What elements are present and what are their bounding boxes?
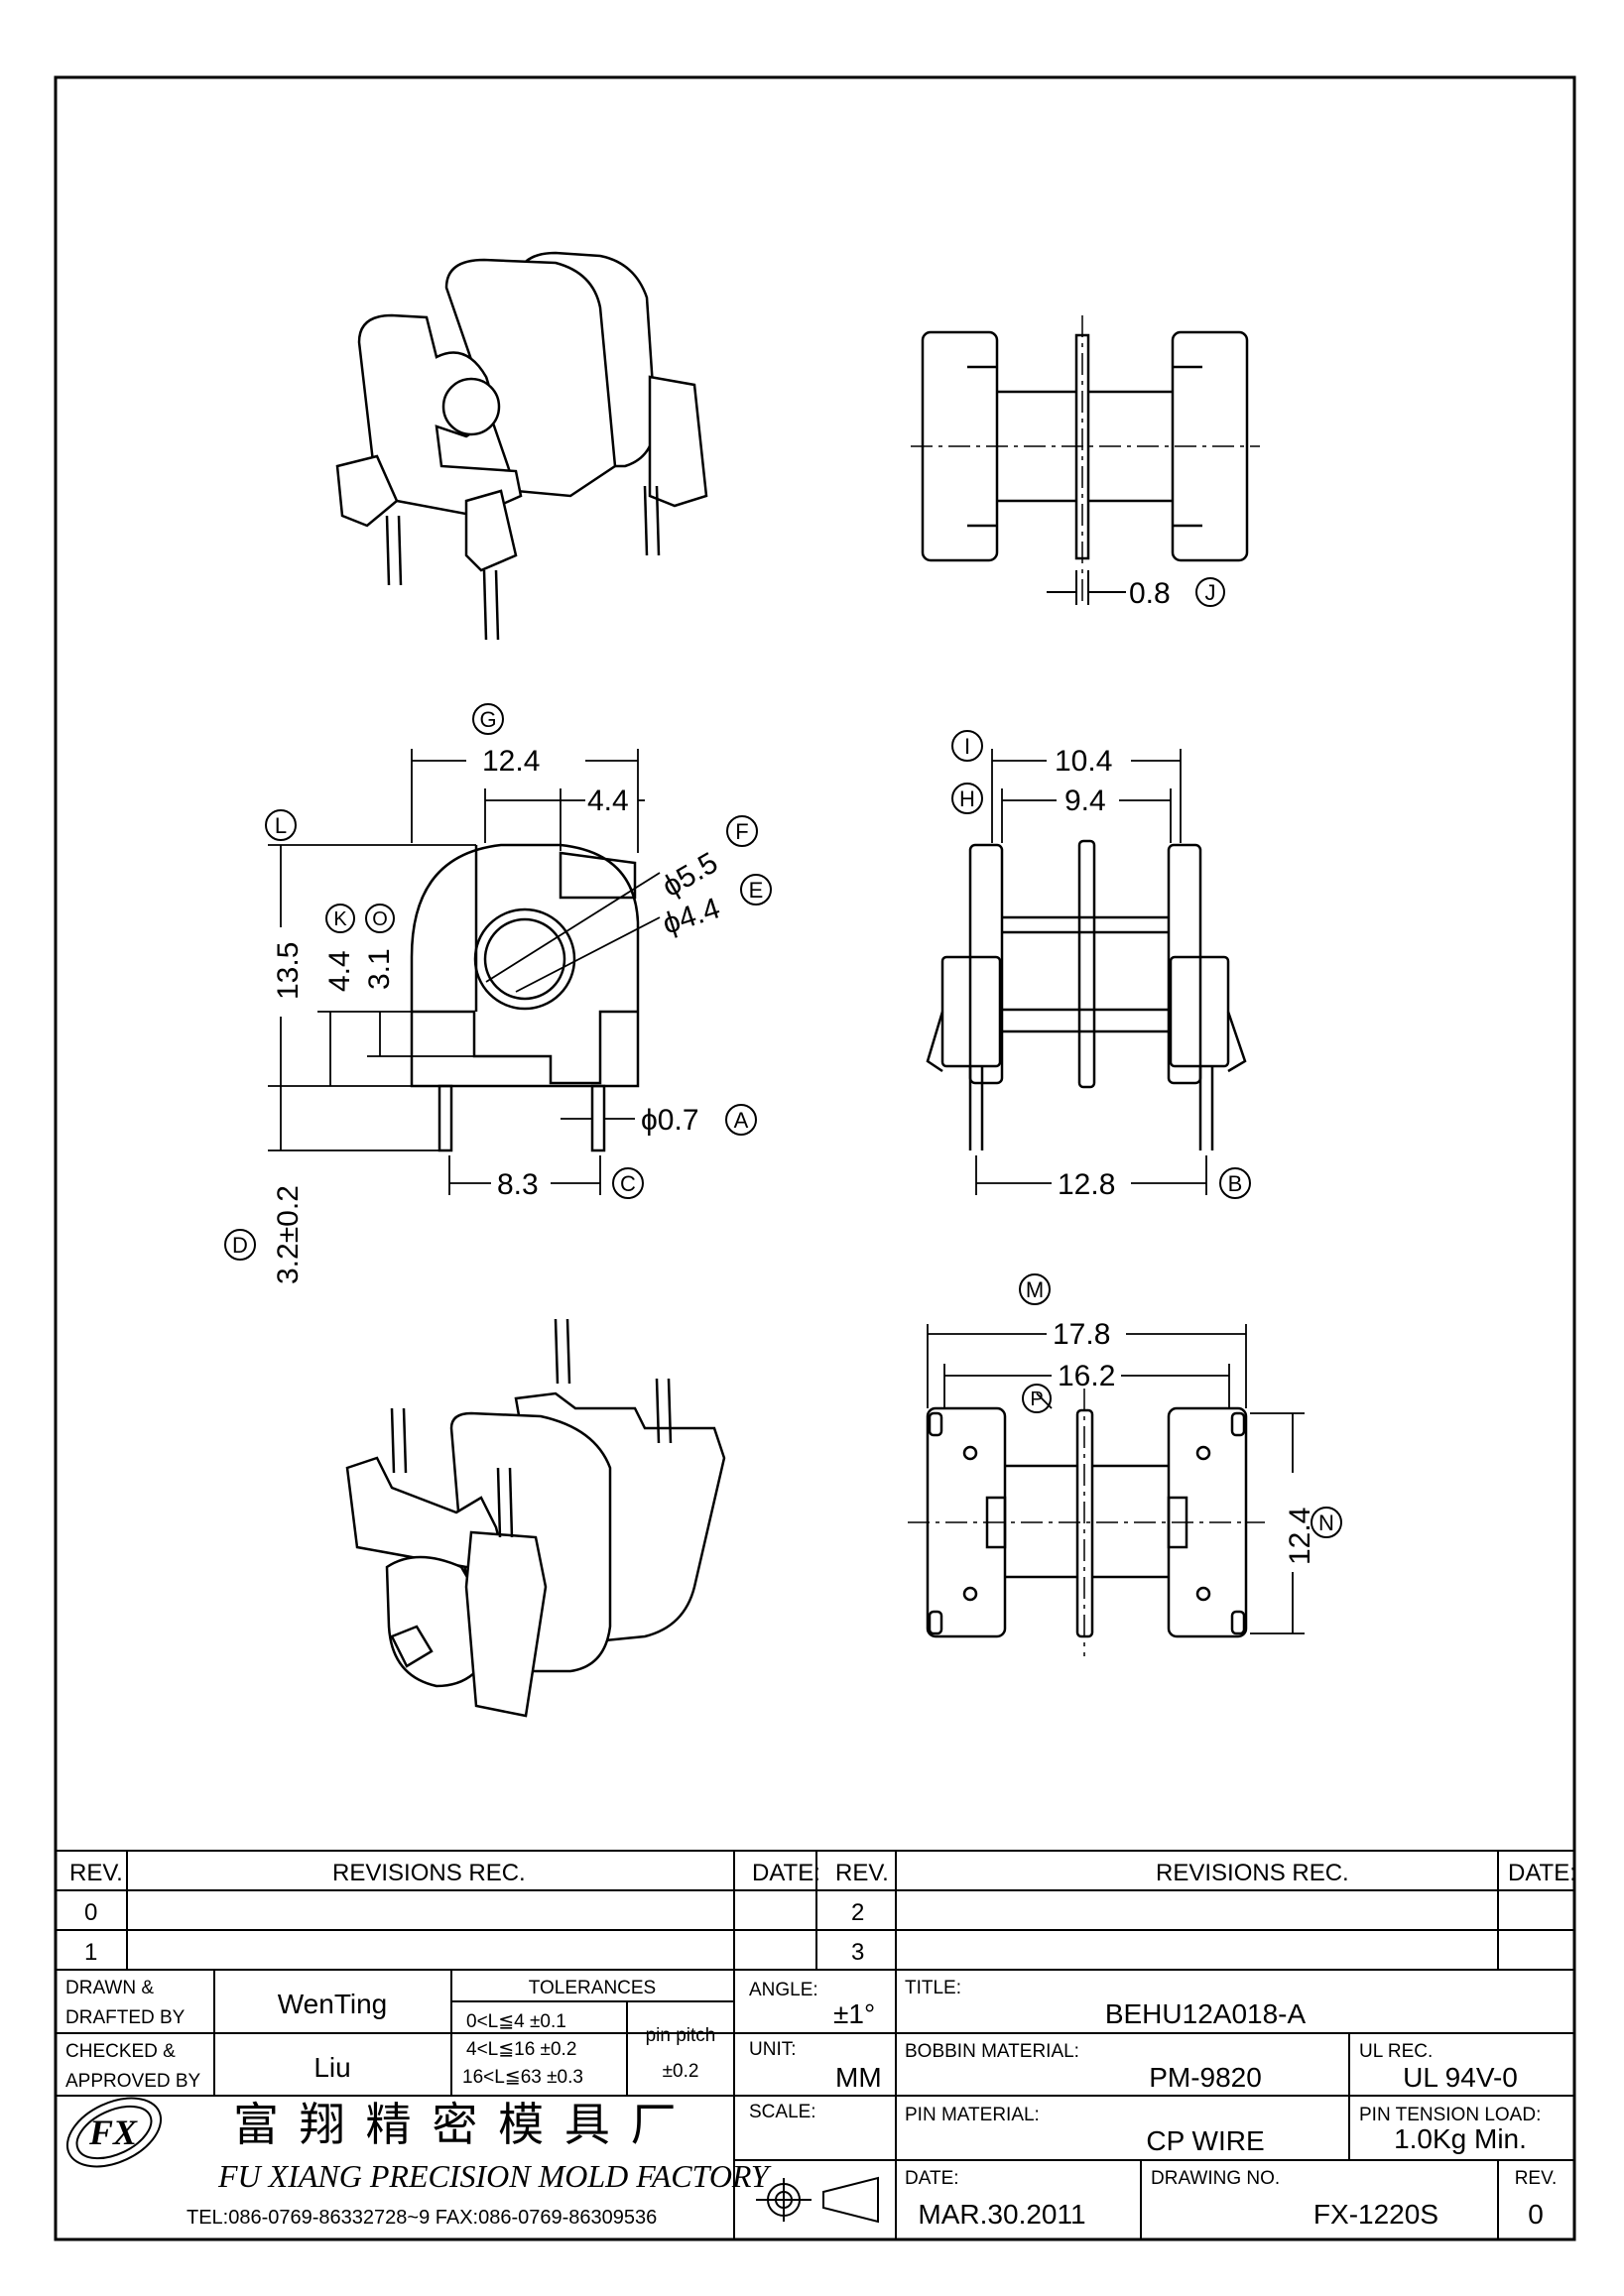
tolerances-header: TOLERANCES: [529, 1978, 656, 1998]
date-header-left: DATE:: [752, 1860, 820, 1886]
isometric-view-top: [335, 251, 708, 641]
date-value: MAR.30.2011: [918, 2199, 1085, 2230]
datum-c-label: C: [620, 1171, 636, 1196]
bobbin-material-label: BOBBIN MATERIAL:: [905, 2041, 1079, 2062]
dim-dia-4-4: ϕ4.4: [659, 892, 724, 940]
projection-symbol-icon: [756, 2176, 879, 2224]
dim-17-8: 17.8: [1053, 1318, 1110, 1351]
angle-value: ±1°: [833, 1998, 875, 2029]
isometric-view-bottom: [345, 1318, 726, 1718]
datum-k-label: K: [333, 908, 347, 930]
rev-row-1: 1: [84, 1939, 97, 1966]
bobbin-material-value: PM-9820: [1149, 2062, 1262, 2093]
dim-3-2-tol: 3.2±0.2: [272, 1185, 305, 1284]
front-view: 12.4 G 4.4 13.5 L 4.4 K 3.1 O 3.2±0.2 D: [224, 703, 772, 1284]
dim-16-2: 16.2: [1058, 1360, 1115, 1392]
rev-row-2: 2: [851, 1899, 864, 1926]
drawn-by-value: WenTing: [278, 1989, 388, 2019]
drawn-label-2: DRAFTED BY: [65, 2007, 186, 2028]
datum-l-label: L: [275, 813, 287, 838]
rev-value: 0: [1528, 2199, 1544, 2230]
dim-0-8-value: 0.8: [1129, 577, 1171, 610]
drawing-no-label: DRAWING NO.: [1151, 2168, 1280, 2189]
checked-label-2: APPROVED BY: [65, 2071, 201, 2092]
rev-label: REV.: [1515, 2168, 1558, 2189]
datum-b-label: B: [1228, 1171, 1243, 1196]
tol-row-1: 0<L≦4 ±0.1: [466, 2011, 566, 2032]
rev-header-right: REV.: [835, 1860, 889, 1886]
dim-3-1: 3.1: [363, 948, 396, 990]
title-label: TITLE:: [905, 1978, 961, 1998]
side-view-top: 0.8 J: [911, 315, 1260, 610]
revisions-header-right: REVISIONS REC.: [1156, 1860, 1349, 1886]
bottom-view: 17.8 M 16.2 P 12.4 N: [908, 1273, 1342, 1656]
ul-rec-label: UL REC.: [1359, 2041, 1433, 2062]
company-contact: TEL:086-0769-86332728~9 FAX:086-0769-863…: [187, 2207, 657, 2229]
datum-p-label: P: [1030, 1389, 1043, 1410]
scale-label: SCALE:: [749, 2102, 816, 2122]
datum-h-label: H: [959, 786, 975, 811]
datum-o-label: O: [372, 908, 388, 930]
drawing-no-value: FX-1220S: [1313, 2199, 1438, 2230]
svg-text:FX: FX: [88, 2113, 138, 2152]
drawn-label-1: DRAWN &: [65, 1978, 154, 1998]
sheet-border: [54, 75, 1576, 2241]
title-value: BEHU12A018-A: [1105, 1998, 1307, 2029]
company-name-en: FU XIANG PRECISION MOLD FACTORY: [217, 2158, 772, 2194]
unit-value: MM: [835, 2062, 882, 2093]
pin-pitch-value: ±0.2: [663, 2061, 699, 2082]
dim-12-8: 12.8: [1058, 1168, 1115, 1201]
revisions-header-left: REVISIONS REC.: [332, 1860, 526, 1886]
datum-d-label: D: [232, 1233, 248, 1258]
datum-m-label: M: [1026, 1277, 1044, 1302]
dim-8-3: 8.3: [497, 1168, 539, 1201]
company-name-cn: 富 翔 精 密 模 具 厂: [233, 2099, 681, 2150]
pin-material-value: CP WIRE: [1146, 2125, 1264, 2156]
company-logo-icon: FX: [65, 2097, 163, 2168]
datum-e-label: E: [749, 878, 764, 903]
dim-4-4-top: 4.4: [587, 785, 629, 817]
pin-material-label: PIN MATERIAL:: [905, 2105, 1040, 2125]
pin-tension-value: 1.0Kg Min.: [1394, 2123, 1527, 2154]
datum-n-label: N: [1318, 1511, 1334, 1535]
pin-pitch-label: pin pitch: [646, 2025, 716, 2046]
datum-f-label: F: [735, 819, 748, 844]
checked-label-1: CHECKED &: [65, 2041, 176, 2062]
checked-by-value: Liu: [313, 2052, 350, 2083]
datum-a-label: A: [734, 1108, 749, 1133]
dim-13-5: 13.5: [272, 942, 305, 1000]
rev-header-left: REV.: [69, 1860, 123, 1886]
dim-9-4: 9.4: [1064, 785, 1106, 817]
side-view: 10.4 I 9.4 H 12.8 B: [926, 730, 1251, 1201]
dim-4-4-left: 4.4: [323, 950, 356, 992]
date-label: DATE:: [905, 2168, 959, 2189]
dim-12-4-bottom: 12.4: [1284, 1508, 1316, 1565]
datum-j-circle: [1195, 577, 1225, 607]
pin-tension-label: PIN TENSION LOAD:: [1359, 2105, 1541, 2125]
dim-dia-0-7: ϕ0.7: [641, 1104, 699, 1137]
datum-i-label: I: [964, 734, 970, 759]
rev-row-0: 0: [84, 1899, 97, 1926]
datum-j-label: J: [1205, 580, 1216, 605]
angle-label: ANGLE:: [749, 1980, 818, 2000]
dim-12-4-front: 12.4: [482, 745, 540, 778]
dim-10-4: 10.4: [1055, 745, 1112, 778]
title-block: REV. REVISIONS REC. DATE: REV. REVISIONS…: [56, 1850, 1576, 2239]
datum-g-label: G: [479, 707, 496, 732]
unit-label: UNIT:: [749, 2039, 797, 2060]
ul-rec-value: UL 94V-0: [1403, 2062, 1518, 2093]
date-header-right: DATE:: [1508, 1860, 1576, 1886]
rev-row-3: 3: [851, 1939, 864, 1966]
tol-row-2: 4<L≦16 ±0.2: [466, 2039, 576, 2060]
tol-row-3: 16<L≦63 ±0.3: [462, 2067, 583, 2088]
